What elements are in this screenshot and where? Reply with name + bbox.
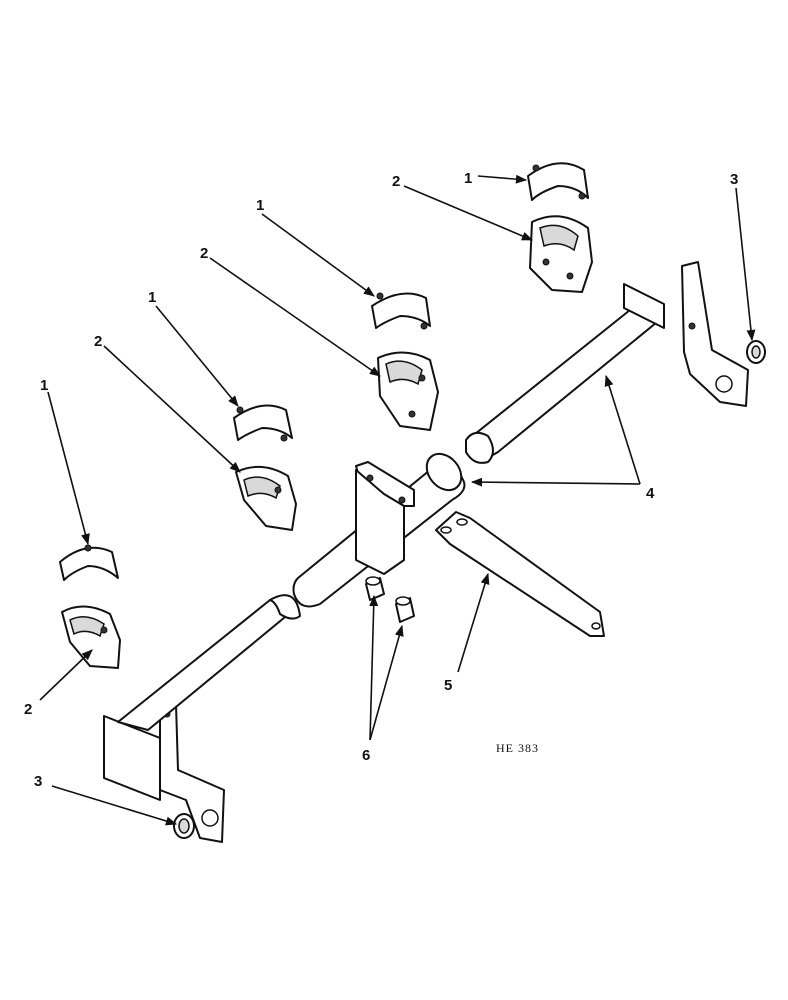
leader-4a xyxy=(470,477,641,487)
figure-reference: HE 383 xyxy=(496,741,539,755)
callout-3a: 3 xyxy=(34,773,42,790)
left-end-bracket xyxy=(103,703,225,843)
leader-4b xyxy=(604,374,641,485)
left-tube-section xyxy=(117,594,301,731)
callout-3b: 3 xyxy=(730,171,738,188)
callout-2b: 2 xyxy=(200,245,208,262)
leader-1a xyxy=(477,174,528,184)
leader-1b xyxy=(261,213,375,297)
bearing-cap-1b xyxy=(371,292,431,330)
adjustment-link-bar xyxy=(435,511,605,637)
washer-left xyxy=(173,813,195,839)
callout-2c: 2 xyxy=(94,333,102,350)
leader-2c xyxy=(103,345,241,473)
leader-6a xyxy=(369,594,379,741)
callout-5: 5 xyxy=(444,677,452,694)
right-end-bracket xyxy=(623,261,749,407)
right-tube-section xyxy=(465,303,663,464)
callout-2a: 2 xyxy=(392,173,400,190)
leader-3a xyxy=(51,785,178,826)
callout-2e: 2 xyxy=(24,701,32,718)
bearing-cap-1d xyxy=(59,544,119,581)
bearing-housing-2a xyxy=(529,215,593,293)
leader-1c xyxy=(155,305,239,407)
leader-3b xyxy=(735,187,756,342)
leader-1d xyxy=(47,391,90,546)
callout-1a: 1 xyxy=(464,170,472,187)
leader-6b xyxy=(369,624,404,741)
bearing-cap-1c xyxy=(233,404,293,442)
bearing-housing-2e xyxy=(61,605,121,669)
callout-1d: 1 xyxy=(40,377,48,394)
bearing-housing-2b xyxy=(377,351,439,431)
leader-2e xyxy=(39,649,93,701)
callout-6: 6 xyxy=(362,747,370,764)
callout-4: 4 xyxy=(646,485,655,502)
callout-1b: 1 xyxy=(256,197,264,214)
leader-2a xyxy=(403,185,534,241)
bearing-housing-2c xyxy=(235,465,297,531)
bearing-cap-1a xyxy=(527,162,589,201)
leader-2b xyxy=(209,257,381,377)
washer-right xyxy=(746,340,766,364)
callout-1c: 1 xyxy=(148,289,156,306)
leader-5 xyxy=(457,572,490,673)
center-mount-bracket xyxy=(355,461,415,575)
bushing-pair xyxy=(365,576,415,623)
